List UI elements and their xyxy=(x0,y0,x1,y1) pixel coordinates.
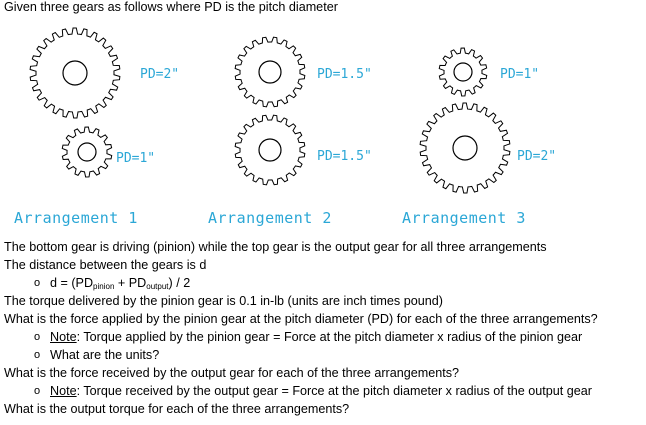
arr3-bottom-gear-teeth xyxy=(419,102,511,194)
arrangement-2-label: Arrangement 2 xyxy=(208,209,332,227)
arrangement-1-label: Arrangement 1 xyxy=(14,209,138,227)
arr3-bottom-gear xyxy=(419,102,511,194)
question-force-pinion: What is the force applied by the pinion … xyxy=(4,312,598,326)
arr3-bottom-gear-bore xyxy=(452,135,478,161)
arr1-bottom-gear-bore xyxy=(77,142,97,162)
distance-statement: The distance between the gears is d xyxy=(4,258,207,272)
question-force-output: What is the force received by the output… xyxy=(4,366,460,380)
arr3-top-gear-teeth xyxy=(438,47,488,97)
note-output: Note: Torque received by the output gear… xyxy=(50,384,592,398)
arr2-top-gear-teeth xyxy=(234,36,306,108)
arr2-bottom-pd-label: PD=1.5" xyxy=(317,149,372,164)
distance-formula: d = (PDpinion + PDoutput) / 2 xyxy=(50,276,191,291)
arr1-bottom-gear xyxy=(61,126,113,178)
note-pinion: Note: Torque applied by the pinion gear … xyxy=(50,330,583,344)
arr3-top-gear xyxy=(438,47,488,97)
question-output-torque: What is the output torque for each of th… xyxy=(4,402,350,416)
bullet-circle: o xyxy=(34,385,41,397)
driving-gear-statement: The bottom gear is driving (pinion) whil… xyxy=(4,240,547,254)
arrangement-3-label: Arrangement 3 xyxy=(402,209,526,227)
arr1-top-gear xyxy=(29,27,121,119)
arr2-bottom-gear-bore xyxy=(258,138,282,162)
bullet-circle: o xyxy=(34,331,41,343)
arr1-bottom-gear-teeth xyxy=(61,126,113,178)
arr3-bottom-pd-label: PD=2" xyxy=(517,149,556,164)
arr2-top-gear-bore xyxy=(258,60,282,84)
gear-arrangements-diagram: PD=2" PD=1" PD=1.5" PD=1.5" PD=1" PD=2" … xyxy=(14,27,556,227)
arr1-bottom-pd-label: PD=1" xyxy=(116,151,155,166)
arr3-top-gear-bore xyxy=(453,62,473,82)
bullet-circle: o xyxy=(34,349,41,361)
bullet-circle: o xyxy=(34,277,41,289)
arr1-top-pd-label: PD=2" xyxy=(140,67,179,82)
arr2-bottom-gear xyxy=(234,114,306,186)
arr2-top-pd-label: PD=1.5" xyxy=(317,67,372,82)
arr1-top-gear-bore xyxy=(62,60,88,86)
question-units: What are the units? xyxy=(50,348,160,362)
intro-text: Given three gears as follows where PD is… xyxy=(4,0,338,14)
arr2-top-gear xyxy=(234,36,306,108)
arr3-top-pd-label: PD=1" xyxy=(500,67,539,82)
arr1-top-gear-teeth xyxy=(29,27,121,119)
torque-statement: The torque delivered by the pinion gear … xyxy=(4,294,443,308)
arr2-bottom-gear-teeth xyxy=(234,114,306,186)
